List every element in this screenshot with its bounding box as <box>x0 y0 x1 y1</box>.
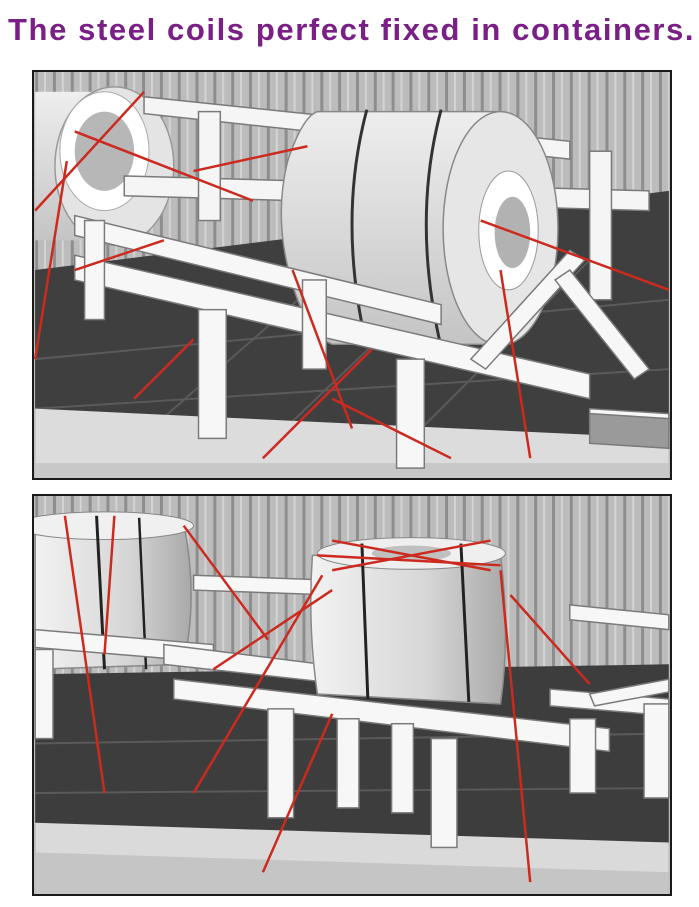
lashing-straps <box>34 90 670 460</box>
wooden-frame-front <box>73 214 670 469</box>
horizontal-coil-scene <box>34 72 670 478</box>
vertical-coils-scene <box>34 496 670 894</box>
lashing-straps <box>63 515 591 883</box>
wooden-frame <box>34 574 670 849</box>
illustration-vertical-coils <box>32 494 672 896</box>
illustration-horizontal-coil <box>32 70 672 480</box>
steel-coil-main <box>310 537 507 705</box>
page-title: The steel coils perfect fixed in contain… <box>8 12 696 47</box>
